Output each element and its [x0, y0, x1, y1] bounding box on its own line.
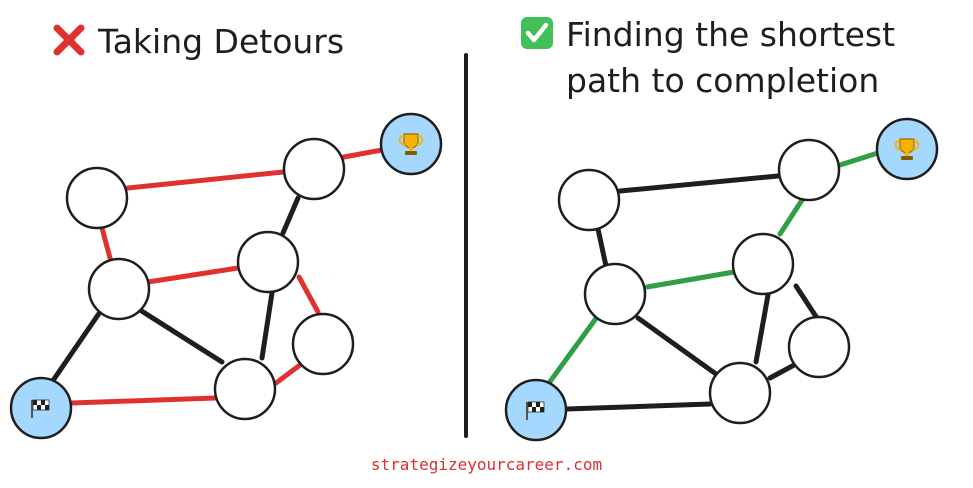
- left-edge-detour: [69, 395, 218, 406]
- right-edge-plain: [617, 173, 781, 194]
- checkered-flag-icon: [31, 399, 50, 418]
- left-node: [291, 312, 355, 376]
- right-node: [787, 315, 851, 379]
- right-edge-shortest: [644, 269, 737, 290]
- right-edge-plain: [767, 361, 799, 381]
- right-edge-plain: [564, 401, 713, 412]
- checkered-flag-icon: [526, 401, 545, 420]
- left-node: [213, 357, 277, 421]
- left-edge-detour: [341, 147, 385, 160]
- left-graph-edges: [49, 147, 385, 406]
- left-panel-title: Taking Detours: [52, 20, 344, 64]
- left-node: [236, 230, 300, 294]
- left-edge-plain: [280, 195, 301, 236]
- right-panel-title: Finding the shortest path to completion: [520, 12, 895, 104]
- left-edge-detour: [99, 225, 113, 261]
- left-node: [65, 166, 129, 230]
- right-edge-shortest: [777, 194, 807, 237]
- left-edge-plain: [49, 309, 103, 385]
- left-graph-nodes: [9, 112, 443, 440]
- right-edge-plain: [595, 226, 609, 269]
- right-panel-title-line2: path to completion: [566, 61, 880, 100]
- left-edge-plain: [137, 307, 225, 365]
- trophy-icon: [894, 138, 920, 160]
- right-node: [557, 168, 621, 232]
- right-graph-nodes: [504, 117, 939, 442]
- left-edge-detour: [273, 362, 303, 386]
- right-node: [583, 262, 647, 326]
- left-edge-detour: [296, 274, 321, 315]
- right-node: [777, 138, 841, 202]
- right-edge-shortest: [837, 150, 881, 168]
- left-node: [87, 257, 151, 321]
- left-edge-detour: [145, 265, 241, 285]
- check-mark-icon: [521, 17, 553, 49]
- right-edge-plain: [753, 292, 771, 365]
- trophy-icon: [398, 133, 424, 155]
- right-graph-edges: [546, 150, 881, 412]
- right-node: [731, 232, 795, 296]
- right-panel-title-line1: Finding the shortest: [566, 15, 896, 54]
- right-edge-plain: [793, 283, 820, 321]
- footer-url: strategizeyourcareer.com: [370, 455, 603, 474]
- left-panel-title-text: Taking Detours: [98, 22, 345, 61]
- cross-mark-icon: [53, 24, 85, 56]
- left-edge-detour: [125, 169, 286, 191]
- right-edge-plain: [635, 315, 719, 377]
- left-edge-plain: [259, 290, 275, 361]
- right-edge-shortest: [546, 314, 600, 386]
- left-node: [282, 137, 346, 201]
- right-node: [708, 361, 772, 425]
